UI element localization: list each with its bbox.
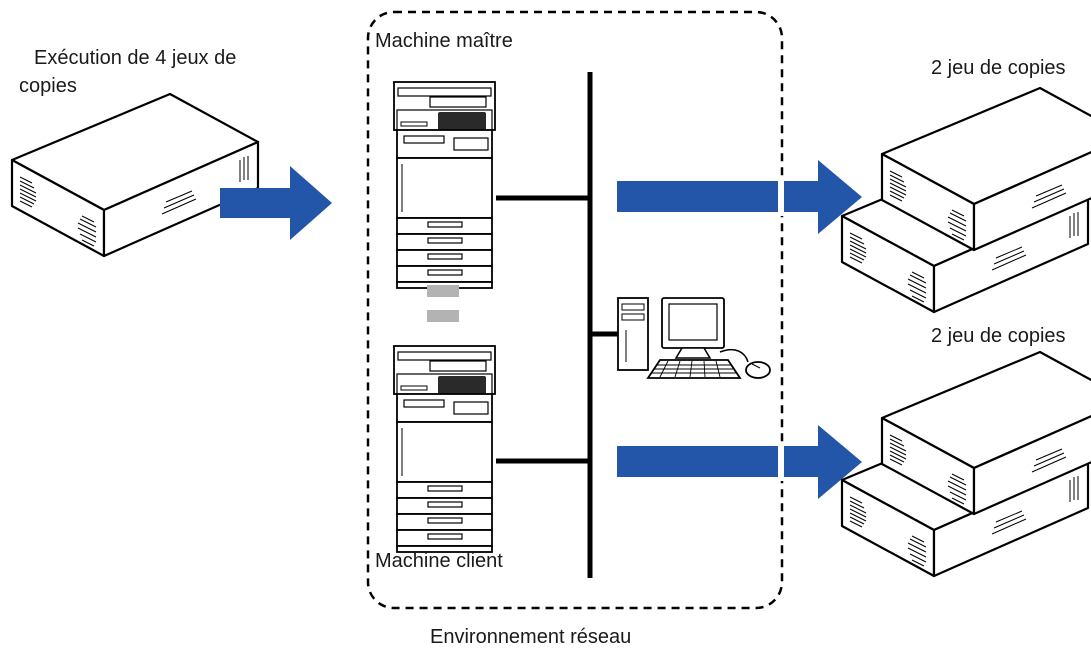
client-machine-label: Machine client	[375, 550, 503, 572]
output-arrow-bottom	[617, 425, 862, 499]
network-environment-label: Environnement réseau	[430, 626, 632, 648]
network-boundary	[366, 10, 784, 610]
master-machine-label: Machine maître	[375, 30, 513, 52]
machine-gap-mark	[427, 310, 459, 322]
input-arrow	[220, 166, 332, 240]
source-paper-stack-icon	[10, 92, 260, 258]
client-machine-printer-icon	[393, 345, 496, 553]
source-label-line1: Exécution de 4 jeux de	[34, 47, 237, 69]
output-paper-stacks-top-icon	[840, 86, 1091, 314]
output-arrow-top	[617, 160, 862, 234]
desktop-computer-icon	[617, 297, 771, 379]
machine-gap-mark	[427, 285, 459, 297]
master-machine-printer-icon	[393, 81, 496, 289]
output-bottom-label: 2 jeu de copies	[931, 325, 1066, 347]
source-label-line2: copies	[19, 75, 77, 97]
output-top-label: 2 jeu de copies	[931, 57, 1066, 79]
output-paper-stacks-bottom-icon	[840, 350, 1091, 578]
